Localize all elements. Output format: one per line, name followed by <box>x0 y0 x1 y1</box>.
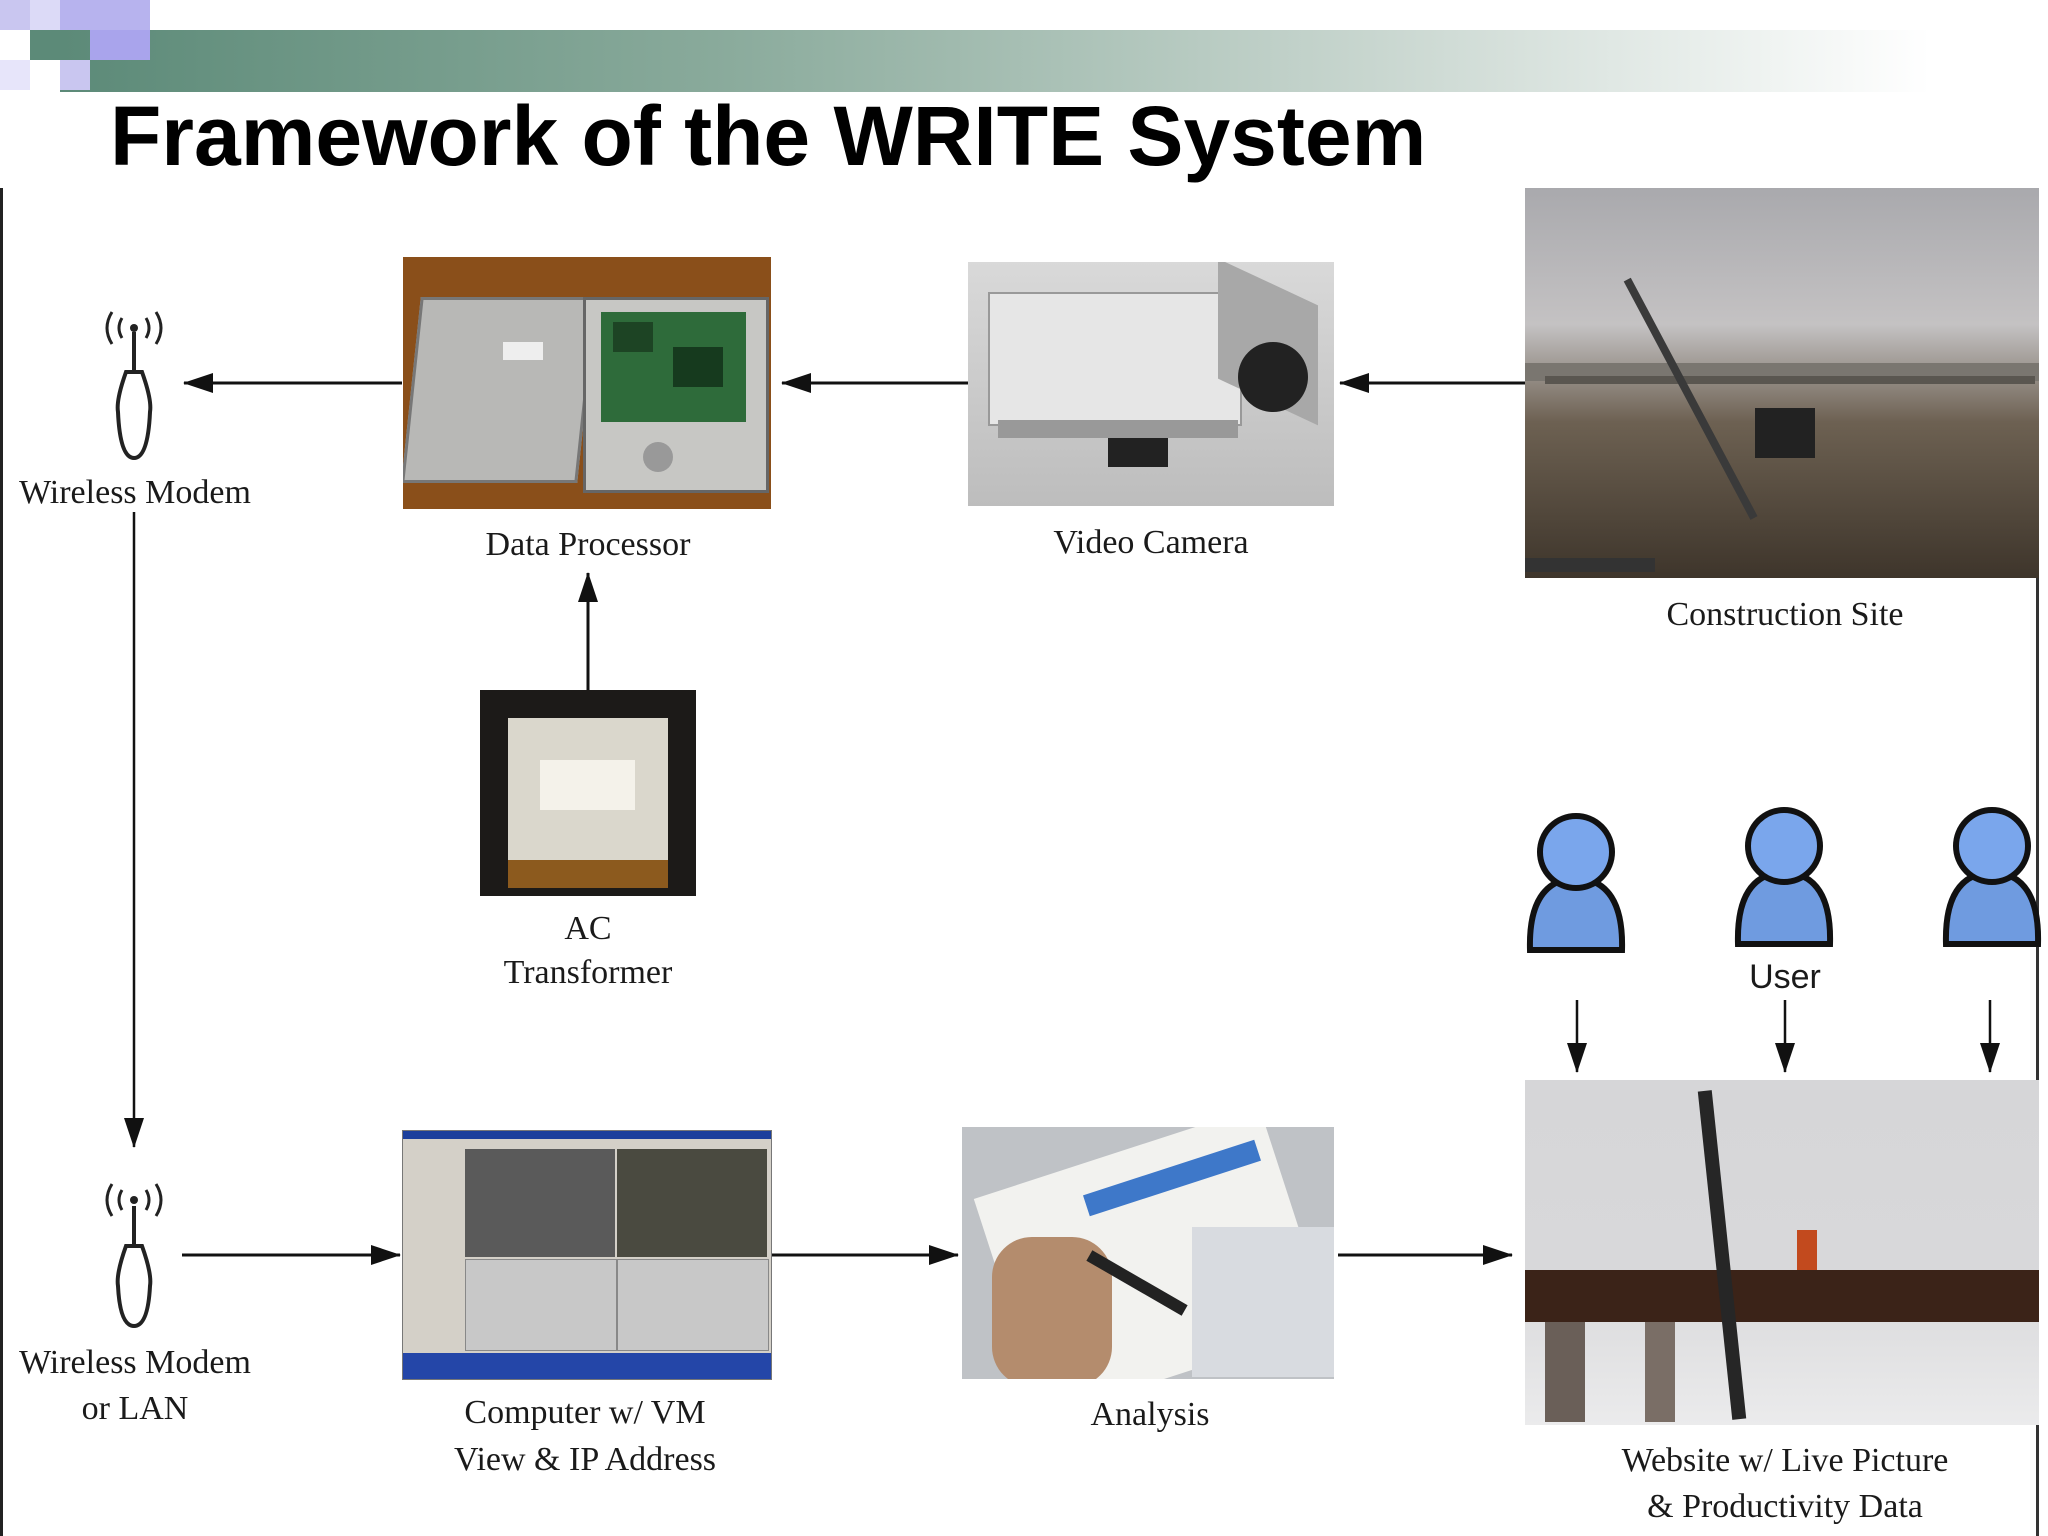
header-square-4 <box>30 30 60 60</box>
label-construction-site: Construction Site <box>1666 596 1904 633</box>
label-video-camera: Video Camera <box>1053 524 1249 561</box>
label-wireless-modem-top: Wireless Modem <box>19 474 251 511</box>
website-photo <box>1525 1080 2039 1425</box>
header-square-5 <box>90 30 150 60</box>
label-ac-transformer-line1: AC <box>564 910 612 947</box>
label-computer-line2: View & IP Address <box>453 1441 717 1478</box>
diagram-frame <box>0 188 2043 1536</box>
label-analysis: Analysis <box>1090 1396 1210 1433</box>
header-square-6 <box>60 60 90 90</box>
label-wireless-modem-bottom-line1: Wireless Modem <box>19 1344 251 1381</box>
construction-site-photo <box>1525 188 2039 578</box>
page-title: Framework of the WRITE System <box>110 89 1427 183</box>
label-website-line2: & Productivity Data <box>1647 1488 1923 1525</box>
label-wireless-modem-bottom-line2: or LAN <box>81 1390 189 1427</box>
user-icon-3 <box>1942 807 2042 947</box>
header-square-7 <box>0 60 30 90</box>
header-square-3 <box>60 0 150 30</box>
diagram-frame-right-edge <box>2036 188 2039 1536</box>
ac-transformer-photo <box>480 690 696 896</box>
label-website-line1: Website w/ Live Picture <box>1621 1442 1949 1479</box>
label-computer-line1: Computer w/ VM <box>464 1394 706 1431</box>
analysis-photo <box>962 1127 1334 1379</box>
label-user: User <box>1749 958 1821 996</box>
label-ac-transformer-line2: Transformer <box>503 954 673 991</box>
video-camera-photo <box>968 262 1334 506</box>
wireless-modem-icon-top <box>105 311 163 461</box>
header-square-1 <box>0 0 30 30</box>
user-icon-1 <box>1526 813 1626 953</box>
header-gradient-bar <box>60 30 1930 92</box>
computer-vm-photo <box>402 1130 772 1380</box>
user-icon-2 <box>1734 807 1834 947</box>
wireless-modem-icon-bottom <box>105 1183 163 1329</box>
label-data-processor: Data Processor <box>485 526 691 563</box>
data-processor-photo <box>403 257 771 509</box>
